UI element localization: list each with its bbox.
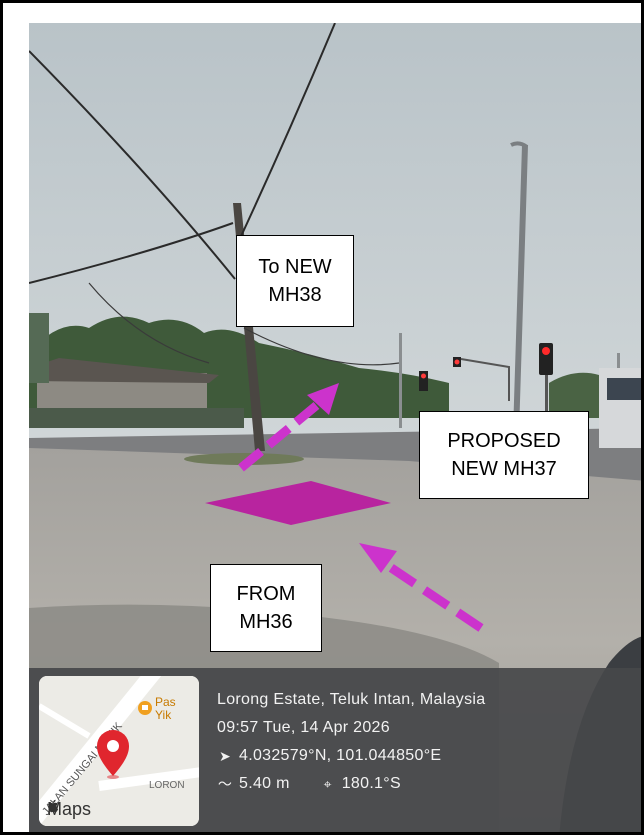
callout-line: FROM <box>236 583 296 605</box>
maps-brand: Maps <box>47 799 91 820</box>
fence <box>29 408 244 428</box>
house-roof <box>29 358 219 383</box>
altitude-icon: 〜 <box>217 776 233 792</box>
power-line <box>236 23 336 246</box>
lamp-pole <box>399 333 402 428</box>
geotag-location: Lorong Estate, Teluk Intan, Malaysia <box>217 686 485 714</box>
poi-label: Yik <box>155 708 172 722</box>
maps-brand-label: Maps <box>47 799 92 819</box>
map-road <box>98 767 199 791</box>
altitude-text: 5.40 m <box>239 775 290 792</box>
arrow-to-mh38 <box>238 401 320 472</box>
proposed-manhole-marker <box>205 481 391 525</box>
traffic-light <box>419 371 428 391</box>
callout-line: MH38 <box>268 284 322 306</box>
geotag-coordinates: ➤ 4.032579°N, 101.044850°E <box>217 742 485 770</box>
traffic-light-pole <box>545 375 548 427</box>
coordinates-text: 4.032579°N, 101.044850°E <box>239 747 442 764</box>
power-line <box>88 282 210 364</box>
compass-icon: ⌖ <box>323 776 332 792</box>
arrow-head-from <box>359 543 397 573</box>
location-text: Lorong Estate, Teluk Intan, Malaysia <box>217 691 486 708</box>
street-lamp-pole <box>513 145 528 433</box>
street-lamp-arm <box>510 141 529 149</box>
map-thumbnail: JALAN SUNGAI MANIK LORON Pas Yik <box>39 676 199 826</box>
datetime-text: 09:57 Tue, 14 Apr 2026 <box>217 719 390 736</box>
to-mh38-callout: To NEW MH38 <box>236 235 354 327</box>
apple-logo-icon <box>48 799 59 813</box>
from-mh36-callout: FROM MH36 <box>210 564 322 652</box>
geotag-text: Lorong Estate, Teluk Intan, Malaysia 09:… <box>217 686 485 798</box>
location-pin-icon <box>97 730 129 779</box>
heading-text: 180.1°S <box>341 775 401 792</box>
callout-line: MH36 <box>239 611 293 633</box>
traffic-light-red <box>542 347 550 355</box>
arrow-from-mh36 <box>378 557 484 632</box>
geotag-overlay: JALAN SUNGAI MANIK LORON Pas Yik <box>29 668 641 832</box>
traffic-light-red <box>421 373 426 379</box>
grass-patch <box>184 453 304 465</box>
truck-windshield <box>607 378 641 400</box>
traffic-light-red <box>454 359 460 365</box>
geotag-altitude-heading: 〜 5.40 m ⌖ 180.1°S <box>217 770 485 798</box>
callout-line: To NEW <box>258 256 332 278</box>
arrow-head-to <box>307 383 339 415</box>
callout-line: PROPOSED <box>447 430 561 452</box>
poi-label: Pas <box>155 695 176 709</box>
building-left <box>29 313 49 383</box>
map-road <box>39 676 162 826</box>
callout-line: NEW MH37 <box>451 458 557 480</box>
power-line <box>243 327 400 366</box>
map-road <box>39 703 91 739</box>
power-line <box>29 50 236 280</box>
site-photo: To NEW MH38 PROPOSED NEW MH37 FROM MH36 … <box>29 23 641 832</box>
navigation-arrow-icon: ➤ <box>218 748 232 764</box>
power-line <box>29 222 234 284</box>
map-road-label: LORON <box>149 780 185 791</box>
signal-arm <box>460 358 510 401</box>
geotag-datetime: 09:57 Tue, 14 Apr 2026 <box>217 714 485 742</box>
proposed-mh37-callout: PROPOSED NEW MH37 <box>419 411 589 499</box>
